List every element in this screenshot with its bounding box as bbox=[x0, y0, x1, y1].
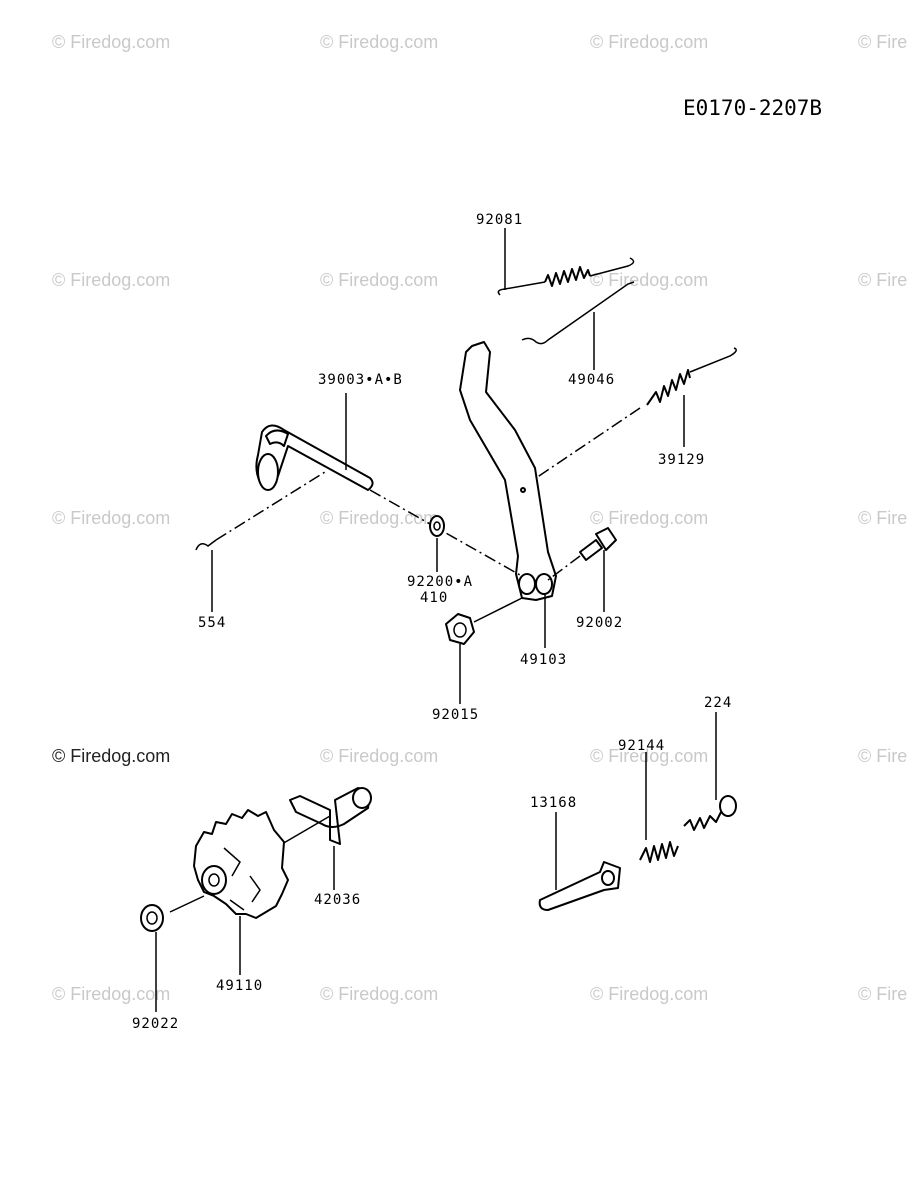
lever-49103 bbox=[459, 341, 557, 648]
spring-92144 bbox=[639, 752, 679, 863]
part-label-13168: 13168 bbox=[530, 795, 578, 811]
watermark: © Fire bbox=[858, 508, 908, 528]
washer-92022 bbox=[140, 904, 164, 1012]
watermark: © Firedog.com bbox=[320, 984, 439, 1004]
document-code: E0170-2207B bbox=[683, 96, 823, 120]
watermark: © Firedog.com bbox=[52, 508, 171, 528]
watermark: © Fire bbox=[858, 270, 908, 290]
arm-13168 bbox=[538, 812, 621, 911]
part-label-224: 224 bbox=[704, 695, 733, 711]
part-label-42036: 42036 bbox=[314, 892, 362, 908]
rod-49046 bbox=[521, 281, 635, 370]
watermark: © Firedog.com bbox=[52, 746, 171, 766]
watermark: © Firedog.com bbox=[52, 270, 171, 290]
watermark: © Firedog.com bbox=[590, 270, 709, 290]
part-label-92200a: 92200•A bbox=[407, 574, 474, 590]
spring-92081 bbox=[497, 228, 635, 296]
part-label-92015: 92015 bbox=[432, 707, 480, 723]
watermark: © Firedog.com bbox=[52, 984, 171, 1004]
watermark: © Firedog.com bbox=[52, 32, 171, 52]
part-label-554: 554 bbox=[198, 615, 227, 631]
washer-92200A bbox=[429, 515, 445, 572]
screw-224 bbox=[683, 712, 737, 831]
shaft-39003 bbox=[255, 393, 521, 576]
watermark: © Firedog.com bbox=[590, 746, 709, 766]
part-label-92081: 92081 bbox=[476, 212, 524, 228]
part-label-49046: 49046 bbox=[568, 372, 616, 388]
part-label-92144: 92144 bbox=[618, 738, 666, 754]
watermark: © Firedog.com bbox=[320, 32, 439, 52]
watermark: © Firedog.com bbox=[320, 508, 439, 528]
watermark: © Firedog.com bbox=[590, 508, 709, 528]
part-label-92022: 92022 bbox=[132, 1016, 180, 1032]
watermark: © Fire bbox=[858, 32, 908, 52]
part-label-39129: 39129 bbox=[658, 452, 706, 468]
part-label-49110: 49110 bbox=[216, 978, 264, 994]
part-label-92002: 92002 bbox=[576, 615, 624, 631]
pin-554 bbox=[195, 471, 326, 612]
watermark: © Firedog.com bbox=[320, 270, 439, 290]
spring-39129 bbox=[529, 347, 737, 483]
watermark: © Firedog.com bbox=[590, 32, 709, 52]
watermark: © Firedog.com bbox=[590, 984, 709, 1004]
gear-49110 bbox=[169, 809, 289, 975]
part-label-410: 410 bbox=[420, 590, 449, 606]
shaft-42036 bbox=[281, 787, 372, 890]
part-label-49103: 49103 bbox=[520, 652, 568, 668]
watermark: © Firedog.com bbox=[320, 746, 439, 766]
bolt-92002 bbox=[547, 527, 617, 612]
watermark: © Fire bbox=[858, 746, 908, 766]
nut-92015 bbox=[445, 597, 523, 704]
watermark: © Fire bbox=[858, 984, 908, 1004]
part-label-39003: 39003•A•B bbox=[318, 372, 403, 388]
